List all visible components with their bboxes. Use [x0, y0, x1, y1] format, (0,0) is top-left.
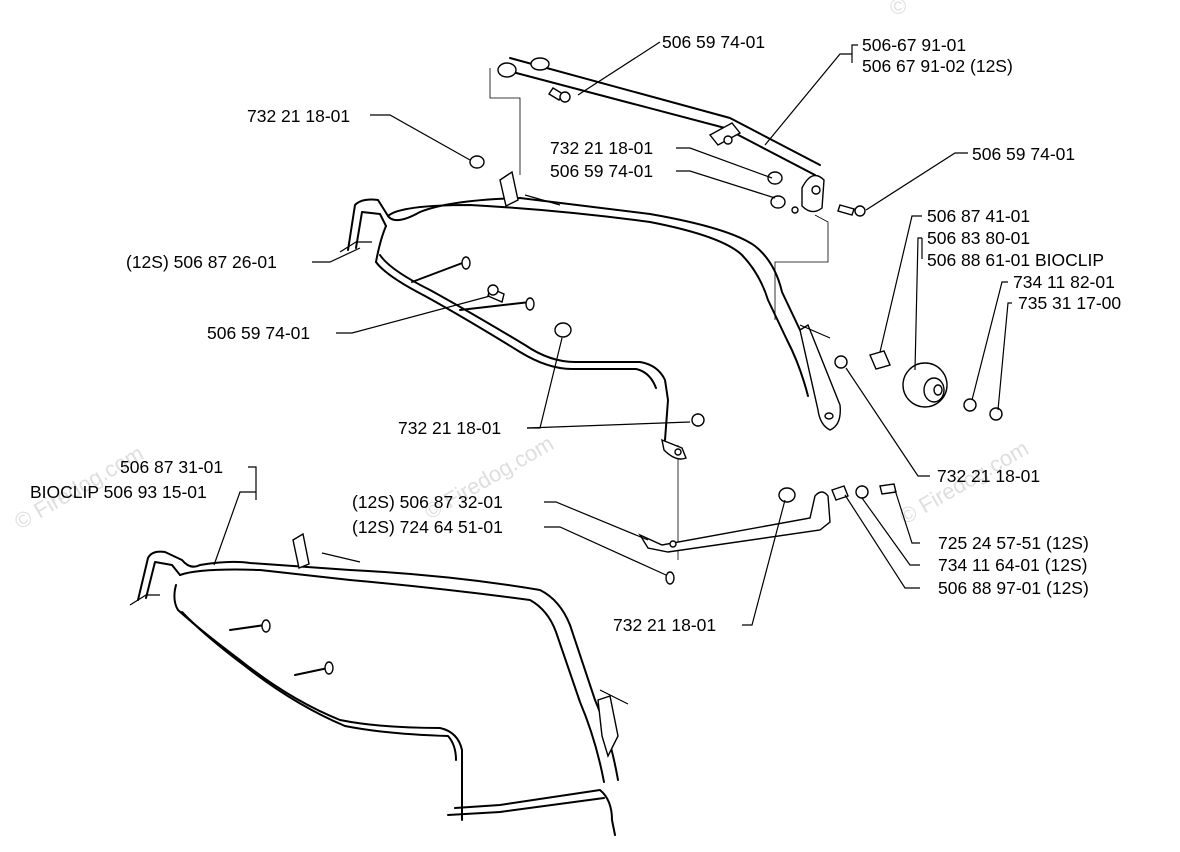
label-735-31-17-00: 735 31 17-00 [1018, 293, 1121, 313]
label-732-21-18-01-b: 732 21 18-01 [550, 138, 653, 158]
label-506-88-61-01-bioclip: 506 88 61-01 BIOCLIP [927, 250, 1104, 270]
label-725-24-57-51: 725 24 57-51 (12S) [938, 533, 1089, 553]
side-arm [638, 483, 897, 585]
label-506-59-74-01-left: 506 59 74-01 [207, 323, 310, 343]
upper-frame [339, 155, 841, 460]
label-12s-506-87-26-01: (12S) 506 87 26-01 [126, 252, 277, 272]
leader-lines [213, 41, 1012, 626]
part-labels: 506 59 74-01 506-67 91-01 506 67 91-02 (… [30, 32, 1121, 635]
label-734-11-82-01: 734 11 82-01 [1013, 272, 1115, 292]
label-506-67-91-02: 506 67 91-02 (12S) [862, 56, 1013, 76]
label-732-21-18-01-d: 732 21 18-01 [937, 466, 1040, 486]
label-506-83-80-01: 506 83 80-01 [927, 228, 1030, 248]
label-506-67-91-01: 506-67 91-01 [862, 35, 966, 55]
label-506-59-74-01-right: 506 59 74-01 [972, 144, 1075, 164]
alignment-lines [489, 68, 829, 560]
lower-frame [129, 532, 629, 836]
wheel-assembly [834, 350, 1003, 421]
label-12s-724-64-51-01: (12S) 724 64 51-01 [352, 517, 503, 537]
label-732-21-18-01-e: 732 21 18-01 [613, 615, 716, 635]
label-506-59-74-01-top: 506 59 74-01 [662, 32, 765, 52]
label-732-21-18-01-a: 732 21 18-01 [247, 106, 350, 126]
label-12s-506-87-32-01: (12S) 506 87 32-01 [352, 492, 503, 512]
label-506-87-31-01: 506 87 31-01 [120, 457, 223, 477]
label-506-59-74-01-mid: 506 59 74-01 [550, 161, 653, 181]
watermark-top: © [890, 0, 906, 19]
label-506-87-41-01: 506 87 41-01 [927, 206, 1030, 226]
label-bioclip-506-93-15-01: BIOCLIP 506 93 15-01 [30, 482, 207, 502]
label-734-11-64-01: 734 11 64-01 (12S) [938, 555, 1088, 575]
label-506-88-97-01: 506 88 97-01 (12S) [938, 578, 1089, 598]
label-732-21-18-01-c: 732 21 18-01 [398, 418, 501, 438]
tie-rod [497, 57, 866, 217]
